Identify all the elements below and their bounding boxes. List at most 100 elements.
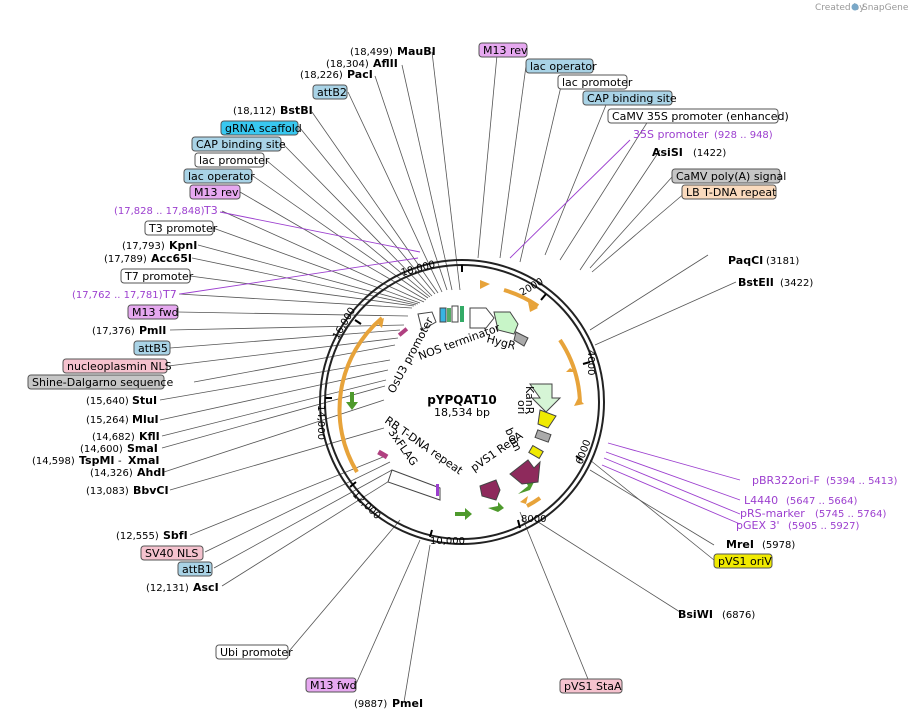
box-attb1[interactable] xyxy=(177,561,213,577)
box-t7-promoter[interactable] xyxy=(120,268,191,284)
orange-arrowheads xyxy=(376,280,584,504)
pos-primer-prs-marker: (5745 .. 5764) xyxy=(815,509,887,520)
label-t3-promoter: T3 promoter xyxy=(148,222,218,235)
enzyme-pmli[interactable]: PmlI xyxy=(139,324,166,337)
pos-primer-35s: (928 .. 948) xyxy=(714,130,773,141)
label-pvs1-oriv: pVS1 oriV xyxy=(718,555,772,568)
box-m13rev-top[interactable] xyxy=(478,42,528,58)
box-pvs1-oriv[interactable] xyxy=(713,553,773,569)
box-shine-dalgarno[interactable] xyxy=(27,374,165,390)
label-cap-left: CAP binding site xyxy=(196,138,286,151)
enzyme-xmai[interactable]: XmaI xyxy=(128,454,159,467)
pos-pmei: (9887) xyxy=(354,699,387,710)
pos-mlui: (15,264) xyxy=(86,415,129,426)
box-cap-right[interactable] xyxy=(582,90,673,106)
enzyme-pmei[interactable]: PmeI xyxy=(392,697,423,710)
box-t3-promoter[interactable] xyxy=(144,220,214,236)
label-ori: ori xyxy=(515,400,528,414)
enzyme-bsiwi[interactable]: BsiWI xyxy=(678,608,713,621)
pos-sbfi: (12,555) xyxy=(116,531,159,542)
box-sv40-nls[interactable] xyxy=(140,545,204,561)
primer-pgex3[interactable]: pGEX 3' xyxy=(736,519,780,532)
primer-35s[interactable]: 35S promoter xyxy=(633,128,709,141)
arc-orange-2 xyxy=(558,338,582,405)
primer-t3[interactable]: T3 xyxy=(203,204,218,217)
primer-t7[interactable]: T7 xyxy=(162,288,177,301)
enzyme-asisi[interactable]: AsiSI xyxy=(652,146,683,159)
pos-pmli: (17,376) xyxy=(92,326,135,337)
label-attb1: attB1 xyxy=(182,563,212,576)
credit-text: Created by xyxy=(815,3,865,13)
primer-l4440[interactable]: L4440 xyxy=(744,494,778,507)
primer-lines xyxy=(179,139,741,525)
enzyme-paqci[interactable]: PaqCI xyxy=(728,254,763,267)
enzyme-mrei[interactable]: MreI xyxy=(726,538,754,551)
box-grna-scaffold[interactable] xyxy=(220,120,299,136)
enzyme-acc65i[interactable]: Acc65I xyxy=(151,252,192,265)
enzyme-tspmi[interactable]: TspMI xyxy=(79,454,115,467)
label-sv40-nls: SV40 NLS xyxy=(145,547,198,560)
enzyme-stui[interactable]: StuI xyxy=(132,394,157,407)
green-arrows xyxy=(346,392,534,520)
enzyme-bsteii[interactable]: BstEII xyxy=(738,276,774,289)
plasmid-length: 18,534 bp xyxy=(434,406,490,419)
pos-primer-t3: (17,828 .. 17,848) xyxy=(114,206,205,217)
pos-kfli: (14,682) xyxy=(92,432,135,443)
label-nucleoplasmin-nls: nucleoplasmin NLS xyxy=(67,360,172,373)
enzyme-kfli[interactable]: KflI xyxy=(139,430,160,443)
box-nucleoplasmin-nls[interactable] xyxy=(62,358,168,374)
label-camv35s: CaMV 35S promoter (enhanced) xyxy=(612,110,789,123)
box-camv-polya[interactable] xyxy=(671,168,781,184)
box-m13fwd-left[interactable] xyxy=(127,304,179,320)
box-lac-promoter-left[interactable] xyxy=(194,152,265,168)
box-m13fwd-bottom[interactable] xyxy=(305,677,357,693)
label-grna-scaffold: gRNA scaffold xyxy=(225,122,302,135)
box-pvs1-staa[interactable] xyxy=(559,678,623,694)
enzyme-mlui[interactable]: MluI xyxy=(132,413,159,426)
label-lac-operator-right: lac operator xyxy=(530,60,597,73)
box-cap-left[interactable] xyxy=(191,136,282,152)
snapgene-logo-icon xyxy=(851,3,859,11)
pos-paci: (18,226) xyxy=(300,70,343,81)
box-lac-operator-right[interactable] xyxy=(525,58,594,74)
leader-lines xyxy=(159,51,737,703)
tick-16000: 16,000 xyxy=(331,306,358,342)
box-ubi-promoter[interactable] xyxy=(215,644,289,660)
backbone-outer xyxy=(319,259,605,545)
label-shine-dalgarno: Shine-Dalgarno sequence xyxy=(32,376,173,389)
enzyme-bstbi[interactable]: BstBI xyxy=(280,104,313,117)
box-attb2[interactable] xyxy=(312,84,348,100)
box-attb5[interactable] xyxy=(133,340,171,356)
tick-10000: 10,000 xyxy=(430,536,465,547)
pos-primer-pgex3: (5905 .. 5927) xyxy=(788,521,860,532)
pos-aflii: (18,304) xyxy=(326,59,369,70)
label-pvs1-repa: pVS1 RepA xyxy=(468,429,525,475)
box-m13rev-left[interactable] xyxy=(189,184,241,200)
pos-primer-t7: (17,762 .. 17,781) xyxy=(72,290,163,301)
enzyme-bbvci[interactable]: BbvCI xyxy=(133,484,169,497)
enzyme-smai[interactable]: SmaI xyxy=(127,442,158,455)
box-camv35s[interactable] xyxy=(607,108,779,124)
tick-marks xyxy=(325,265,591,538)
enzyme-paci[interactable]: PacI xyxy=(347,68,373,81)
credit-brand: SnapGene xyxy=(862,3,909,13)
box-lac-operator-left[interactable] xyxy=(183,168,253,184)
enzyme-aflii[interactable]: AflII xyxy=(373,57,398,70)
enzyme-asci[interactable]: AscI xyxy=(193,581,219,594)
primer-prs-marker[interactable]: pRS-marker xyxy=(740,507,805,520)
label-lac-promoter-right: lac promoter xyxy=(562,76,633,89)
label-cap-right: CAP binding site xyxy=(587,92,677,105)
pos-asisi: (1422) xyxy=(693,148,726,159)
box-lb-tdna[interactable] xyxy=(681,184,777,200)
enzyme-ahdi[interactable]: AhdI xyxy=(137,466,165,479)
box-lac-promoter-right[interactable] xyxy=(557,74,628,90)
enzyme-kpni[interactable]: KpnI xyxy=(169,239,197,252)
pos-tspmi: (14,598) xyxy=(32,456,75,467)
label-attb5: attB5 xyxy=(138,342,168,355)
enzyme-maubi[interactable]: MauBI xyxy=(397,45,436,58)
arc-orange-4 xyxy=(526,496,542,508)
plasmid-name: pYPQAT10 xyxy=(427,393,497,407)
pos-smai: (14,600) xyxy=(80,444,123,455)
primer-pbr322ori[interactable]: pBR322ori-F xyxy=(752,474,820,487)
enzyme-sbfi[interactable]: SbfI xyxy=(163,529,188,542)
